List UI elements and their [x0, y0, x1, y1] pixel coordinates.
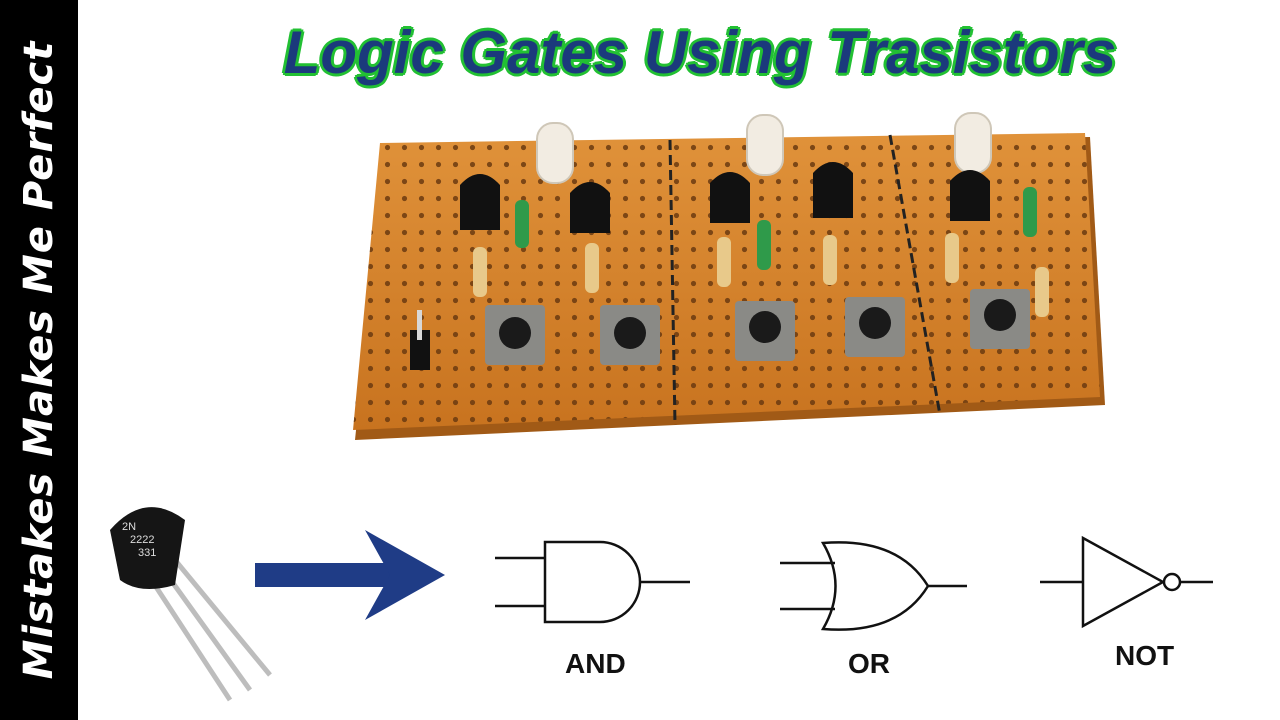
transistor-image: 2N 2222 331 [110, 507, 272, 702]
or-gate-label: OR [848, 648, 890, 679]
not-gate-label: NOT [1115, 640, 1175, 671]
and-gate-symbol [495, 540, 690, 624]
channel-name: Mistakes Makes Me Perfect [16, 40, 62, 680]
transistor-marking-line-1: 2N [122, 521, 136, 533]
or-gate-symbol [780, 541, 967, 631]
arrow-right-icon [255, 530, 445, 620]
transistor-marking-line-3: 331 [138, 547, 156, 559]
led [536, 112, 992, 184]
transistor-marking-line-2: 2222 [130, 534, 154, 546]
page-title: Logic Gates Using Trasistors [283, 19, 1117, 86]
channel-sidebar: Mistakes Makes Me Perfect [0, 0, 78, 720]
perfboard-image [353, 112, 1105, 440]
transistor [460, 162, 990, 233]
resistor [473, 187, 1049, 317]
push-button [485, 289, 1030, 365]
not-gate-symbol [1040, 535, 1213, 629]
and-gate-label: AND [565, 648, 626, 679]
header-pins [410, 310, 430, 370]
